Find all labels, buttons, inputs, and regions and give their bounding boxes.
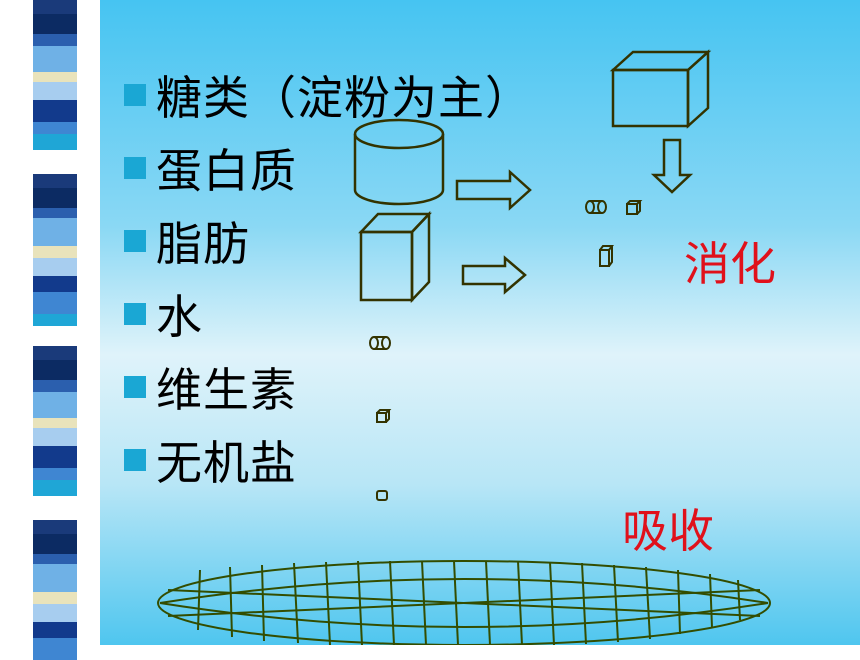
strip-block: [33, 218, 77, 246]
bullet-square-icon: [124, 156, 146, 179]
strip-block: [33, 468, 77, 480]
bullet-square-icon: [124, 302, 146, 325]
decorative-strip: [0, 0, 100, 660]
strip-block: [33, 292, 77, 314]
bullet-square-icon: [124, 83, 146, 106]
strip-block: [33, 246, 77, 258]
strip-block: [33, 520, 77, 534]
vitamin-particle-icon: [376, 409, 392, 423]
strip-block: [33, 554, 77, 564]
strip-block: [33, 0, 77, 14]
absorption-label: 吸收: [622, 504, 714, 558]
list-item-label: 水: [156, 289, 203, 344]
strip-block: [33, 314, 77, 326]
list-item-label: 蛋白质: [156, 143, 297, 198]
small-box-icon: [599, 245, 614, 267]
list-item-water: 水: [124, 277, 532, 350]
strip-block: [33, 428, 77, 446]
strip-block: [33, 326, 77, 346]
list-item-protein: 蛋白质: [124, 131, 532, 204]
strip-block: [33, 174, 77, 188]
list-item-label: 维生素: [156, 362, 297, 417]
strip-block: [33, 258, 77, 276]
bullet-square-icon: [124, 448, 146, 471]
strip-block: [33, 622, 77, 638]
strip-block: [33, 208, 77, 218]
list-item-label: 糖类（淀粉为主）: [156, 70, 532, 125]
diagram-shapes: [157, 49, 771, 645]
strip-block: [33, 150, 77, 174]
strip-block: [33, 480, 77, 496]
strip-block: [33, 392, 77, 418]
strip-block: [33, 122, 77, 134]
strip-block: [33, 188, 77, 208]
strip-block: [33, 346, 77, 360]
tall-box-icon: [358, 210, 432, 304]
list-item-label: 无机盐: [156, 435, 297, 490]
strip-block: [33, 82, 77, 100]
nutrient-list: 糖类（淀粉为主） 蛋白质 脂肪 水 维生素 无机盐: [124, 58, 532, 496]
strip-block: [33, 534, 77, 554]
cylinder-icon: [353, 118, 445, 206]
strip-block: [33, 134, 77, 150]
digestion-label: 消化: [684, 237, 776, 291]
right-arrow-icon: [455, 169, 532, 211]
strip-block: [33, 564, 77, 592]
absorption-net-icon: [157, 560, 771, 645]
water-particle-icon: [369, 336, 391, 350]
list-item-fat: 脂肪: [124, 204, 532, 277]
strip-block: [33, 34, 77, 46]
strip-block: [33, 14, 77, 34]
strip-block: [33, 446, 77, 468]
strip-block: [33, 418, 77, 428]
small-cylinder-icon: [585, 200, 607, 214]
strip-block: [33, 72, 77, 82]
small-cube-icon: [626, 200, 643, 215]
bullet-square-icon: [124, 229, 146, 252]
strip-block: [33, 380, 77, 392]
strip-block: [33, 276, 77, 292]
list-item-vitamin: 维生素: [124, 350, 532, 423]
list-item-carbohydrate: 糖类（淀粉为主）: [124, 58, 532, 131]
strip-block: [33, 100, 77, 122]
mineral-particle-icon: [376, 490, 388, 501]
strip-block: [33, 592, 77, 604]
list-item-label: 脂肪: [156, 216, 250, 271]
large-cube-icon: [609, 49, 712, 129]
strip-block: [33, 604, 77, 622]
bullet-square-icon: [124, 375, 146, 398]
right-arrow-icon: [461, 255, 527, 295]
strip-block: [33, 496, 77, 520]
strip-block: [33, 46, 77, 72]
strip-block: [33, 360, 77, 380]
down-arrow-icon: [650, 138, 694, 194]
list-item-mineral: 无机盐: [124, 423, 532, 496]
